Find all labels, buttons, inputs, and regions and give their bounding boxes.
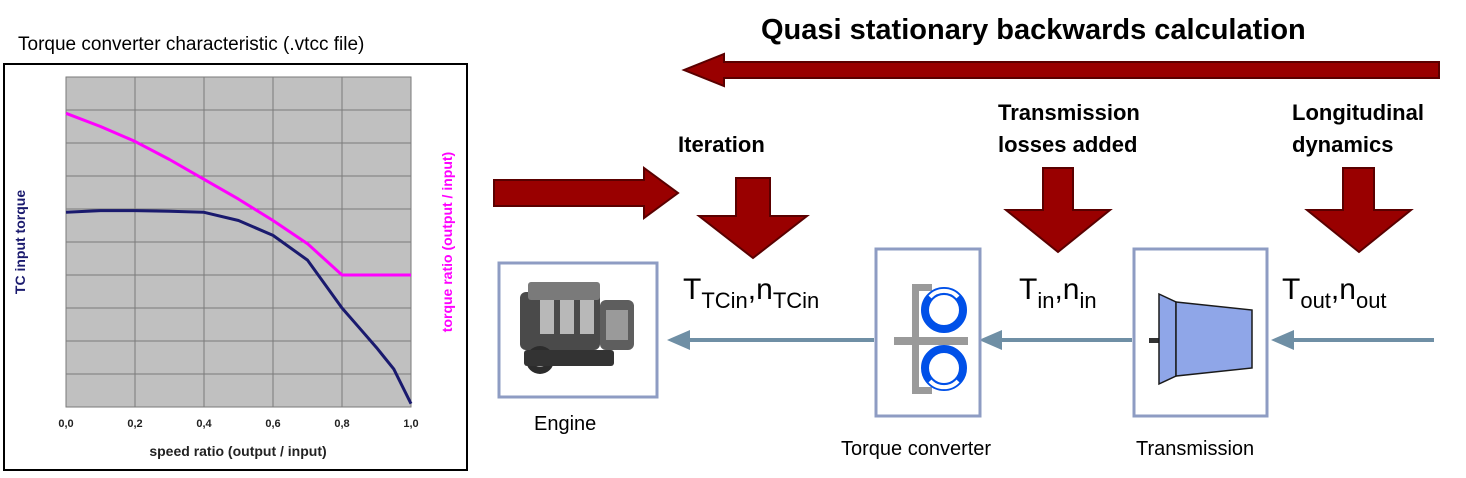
torque-ratio-line [65, 111, 411, 277]
iteration-label: Iteration [678, 132, 765, 157]
x-tick-label: 0,0 [58, 418, 73, 430]
iteration-down-arrow [696, 177, 810, 260]
torque-converter-caption: Torque converter [841, 438, 992, 460]
signal-in: Tin,nin [1019, 273, 1097, 314]
flow-arrowhead-in [979, 329, 1002, 351]
chart-series [65, 111, 413, 405]
losses-down-arrow [1003, 167, 1113, 254]
signal-in-torque-sub: in [1037, 288, 1055, 313]
diagram-title: Quasi stationary backwards calculation [761, 14, 1306, 46]
chart-title: Torque converter characteristic (.vtcc f… [18, 34, 365, 55]
signal-in-speed-sub: in [1079, 288, 1097, 313]
input-torque-line [65, 209, 413, 405]
signal-out-speed: n [1339, 273, 1356, 306]
x-tick-labels: 0,0 0,2 0,4 0,6 0,8 1,0 [58, 418, 418, 430]
engine-icon [520, 282, 634, 374]
x-axis-label: speed ratio (output / input) [149, 443, 326, 459]
transmission-icon [1149, 292, 1253, 386]
transmission-caption: Transmission [1136, 438, 1255, 460]
chart-frame: 0,0 0,2 0,4 0,6 0,8 1,0 speed ratio (output /… [3, 63, 468, 471]
signal-out-comma: , [1330, 273, 1340, 306]
backwards-arrow [681, 52, 1440, 88]
engine-caption: Engine [534, 413, 597, 435]
signal-out-speed-sub: out [1355, 288, 1387, 313]
longitudinal-dynamics-label-line1: Longitudinal [1292, 100, 1424, 125]
signal-out: Tout,nout [1282, 273, 1387, 314]
dynamics-down-arrow [1304, 167, 1414, 254]
x-tick-label: 0,2 [127, 418, 142, 430]
x-tick-label: 0,8 [334, 418, 349, 430]
signal-in-speed: n [1062, 273, 1080, 306]
flow-arrowhead-out [1271, 329, 1294, 351]
signal-in-comma: , [1054, 273, 1063, 306]
torque-converter-icon [894, 284, 968, 394]
signal-in-torque: T [1019, 273, 1038, 306]
longitudinal-dynamics-label-line2: dynamics [1292, 132, 1394, 157]
signal-tc-in-speed-sub: TCin [772, 288, 820, 313]
transmission-losses-label-line2: losses added [998, 132, 1138, 157]
transmission-losses-label-line1: Transmission [998, 100, 1140, 125]
x-tick-label: 1,0 [403, 418, 418, 430]
y-axis-label-left: TC input torque [12, 190, 28, 294]
signal-tc-in-comma: , [747, 273, 757, 306]
signal-out-torque-sub: out [1300, 288, 1331, 313]
x-tick-label: 0,6 [265, 418, 280, 430]
signal-out-torque: T [1282, 273, 1301, 306]
chart-grid [66, 77, 411, 407]
flow-arrowhead-tcin [667, 329, 690, 351]
signal-tc-in: TTCin,nTCin [683, 273, 819, 314]
y-axis-label-right: torque ratio (output / input) [439, 152, 455, 332]
signal-tc-in-speed: n [756, 273, 773, 306]
iteration-arrow [493, 166, 680, 220]
signal-tc-in-torque: T [683, 273, 702, 306]
chart-plot: 0,0 0,2 0,4 0,6 0,8 1,0 speed ratio (output /… [12, 76, 455, 459]
signal-tc-in-torque-sub: TCin [701, 288, 748, 313]
x-tick-label: 0,4 [196, 418, 212, 430]
